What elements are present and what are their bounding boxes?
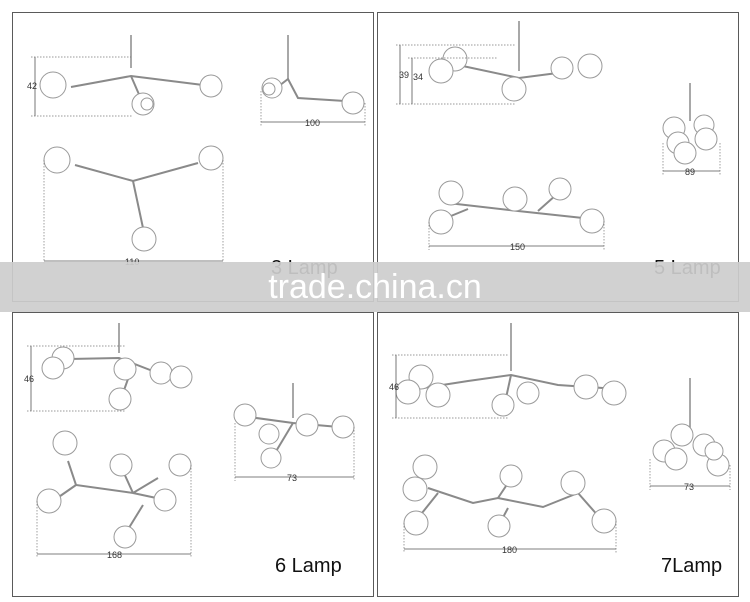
dim-width-right: 73 [684, 482, 694, 492]
diagram-6-lamp: 46 73 168 [24, 323, 355, 560]
dim-height: 46 [24, 374, 34, 384]
dim-width-bottom: 150 [510, 242, 525, 252]
dim-width-right: 73 [287, 473, 297, 483]
dim-height-outer: 39 [399, 70, 409, 80]
dim-width-bottom: 180 [502, 545, 517, 555]
watermark: trade.china.cn [268, 268, 482, 306]
panel-5-lamp: 39 34 89 150 5 Lamp [377, 12, 739, 302]
panel-3-lamp: 42 100 110 3 Lamp [12, 12, 374, 302]
panel-7-lamp: 46 73 180 7Lamp [377, 312, 739, 597]
diagram-5-lamp: 39 34 89 150 [396, 21, 721, 252]
dim-width-bottom: 168 [107, 550, 122, 560]
dim-height: 46 [389, 382, 399, 392]
dim-height-inner: 34 [413, 72, 423, 82]
panel-title: 6 Lamp [275, 555, 342, 577]
diagram-7-lamp: 46 73 180 [389, 323, 731, 555]
panel-6-lamp: 46 73 168 6 Lamp [12, 312, 374, 597]
dim-width-top: 100 [305, 118, 320, 128]
panel-title: 7Lamp [661, 555, 723, 577]
watermark-band [0, 262, 750, 312]
dim-height: 42 [27, 81, 37, 91]
diagram-3-lamp: 42 100 110 [27, 35, 366, 267]
dim-width-right: 89 [685, 167, 695, 177]
